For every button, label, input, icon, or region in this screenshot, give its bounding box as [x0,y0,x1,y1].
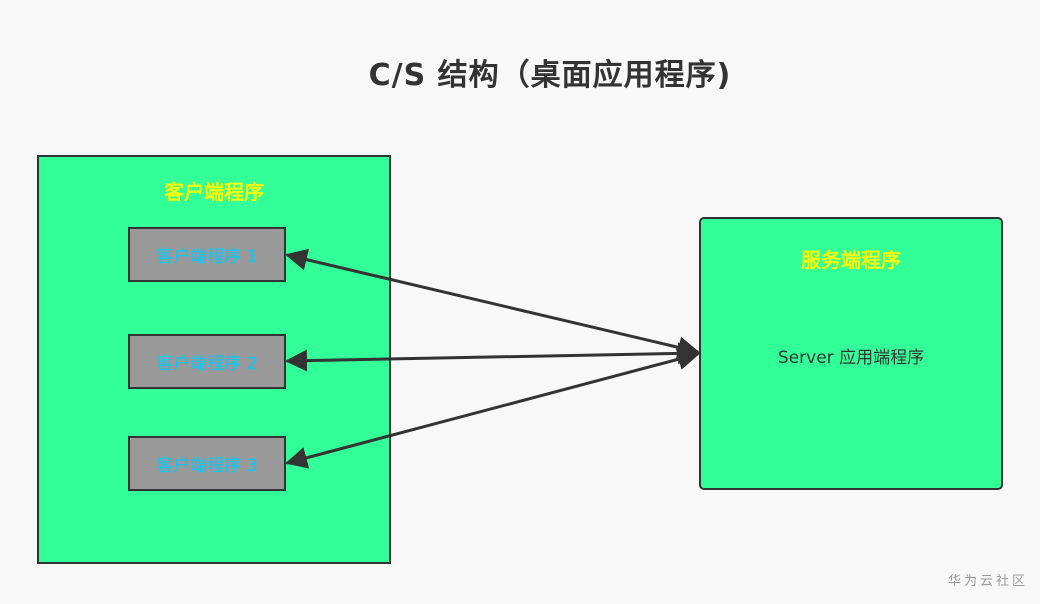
client-item-2: 客户端程序 2 [128,334,286,389]
server-box-text: Server 应用端程序 [777,348,925,368]
client-box-title: 客户端程序 [164,180,264,204]
client-item-1: 客户端程序 1 [128,227,286,282]
watermark: 华为云社区 [947,574,1028,589]
server-box-title: 服务端程序 [801,248,901,272]
client-item-3: 客户端程序 3 [128,436,286,491]
arrow-client-3-server [285,348,700,469]
server-box [699,217,1003,490]
diagram-title: C/S 结构（桌面应用程序) [368,58,732,93]
arrow-client-1-server [285,248,700,359]
arrow-client-2-server [285,342,700,372]
